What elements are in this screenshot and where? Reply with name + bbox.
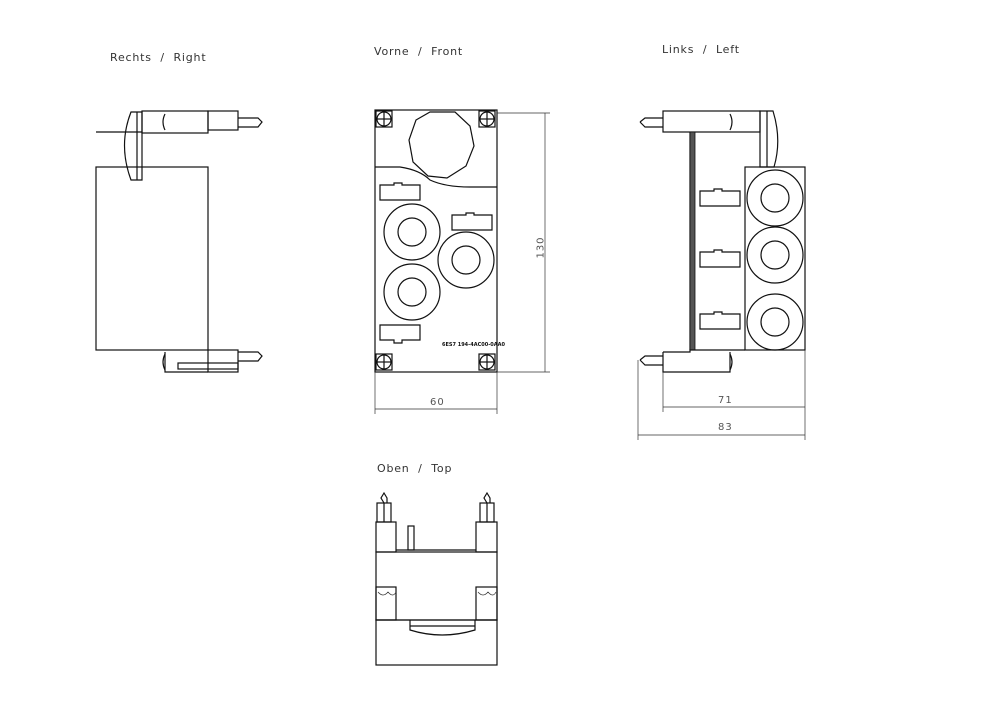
dimension-depth: 71 [718, 395, 733, 406]
front-view [374, 109, 550, 414]
view-label-right: Rechts / Right [110, 51, 207, 64]
dimension-height: 130 [535, 236, 547, 259]
right-view [95, 110, 263, 373]
part-number: 6ES7 194-4AC00-0AA0 [442, 342, 505, 348]
dimension-depth-total: 83 [718, 422, 733, 433]
view-label-top: Oben / Top [377, 462, 453, 475]
dimension-width: 60 [430, 397, 445, 408]
view-label-left: Links / Left [662, 43, 740, 56]
left-view [637, 110, 806, 440]
top-view [375, 491, 498, 666]
view-label-front: Vorne / Front [374, 45, 463, 58]
